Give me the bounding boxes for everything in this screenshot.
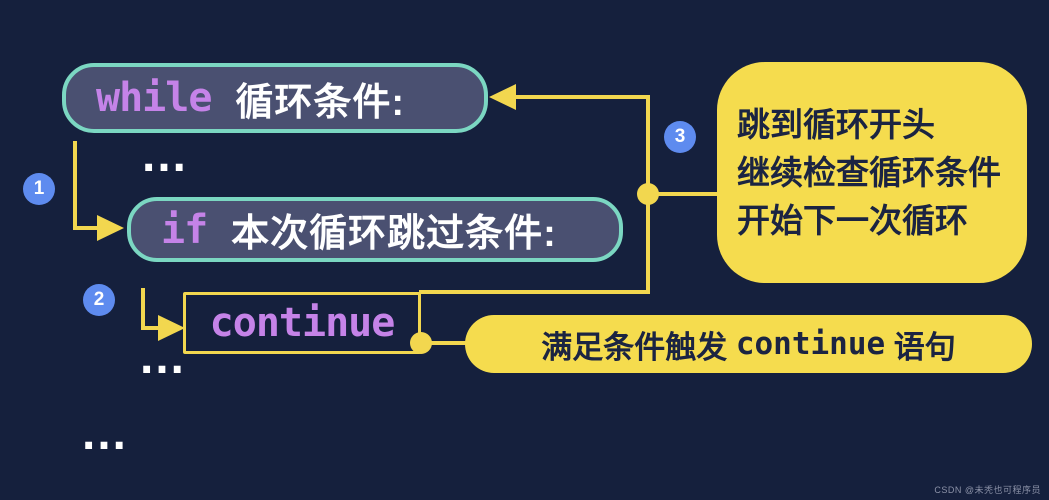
loopback-note-line-3: 开始下一次循环 <box>737 201 968 239</box>
if-condition-label: 本次循环跳过条件: <box>231 213 557 255</box>
trigger-note-text-after: 语句 <box>885 329 956 365</box>
while-statement-box: while 循环条件: <box>62 63 488 133</box>
arrow-into-while-icon <box>489 84 516 110</box>
continue-keyword: continue <box>209 300 396 346</box>
arrow-into-continue-icon <box>158 315 185 341</box>
loopback-bottom-horizontal <box>419 290 650 294</box>
loopback-note-line-2: 继续检查循环条件 <box>737 153 1001 191</box>
trigger-note-code: continue <box>735 326 886 362</box>
trigger-note-text-before: 满足条件触发 <box>541 329 736 365</box>
connector-while-to-if-vertical <box>73 141 77 230</box>
watermark: CSDN @未秃也可程序员 <box>934 485 1041 495</box>
ellipsis-while-body: … <box>140 129 190 182</box>
ellipsis-if-body: … <box>138 331 188 384</box>
while-keyword: while <box>96 75 212 121</box>
while-condition-label: 循环条件: <box>235 81 406 124</box>
loopback-note-bubble: 跳到循环开头 继续检查循环条件 开始下一次循环 <box>717 62 1027 283</box>
step-badge-2: 2 <box>83 284 115 316</box>
connector-if-to-continue-vertical <box>141 288 145 328</box>
connector-if-to-continue-horizontal <box>141 326 161 330</box>
loopback-top-horizontal <box>513 95 648 99</box>
loopback-note-line-1: 跳到循环开头 <box>737 105 935 143</box>
connector-to-trigger-note <box>421 341 467 345</box>
trigger-note-pill: 满足条件触发 continue 语句 <box>465 315 1032 373</box>
step-badge-1: 1 <box>23 173 55 205</box>
ellipsis-after-loop: … <box>80 407 130 460</box>
connector-while-to-if-horizontal <box>73 226 99 230</box>
if-keyword: if <box>161 206 208 253</box>
step-badge-3: 3 <box>664 121 696 153</box>
continue-statement-box: continue <box>183 292 421 354</box>
arrow-into-if-icon <box>97 215 124 241</box>
if-statement-box: if 本次循环跳过条件: <box>127 197 623 262</box>
connector-to-loopback-note <box>648 192 717 196</box>
